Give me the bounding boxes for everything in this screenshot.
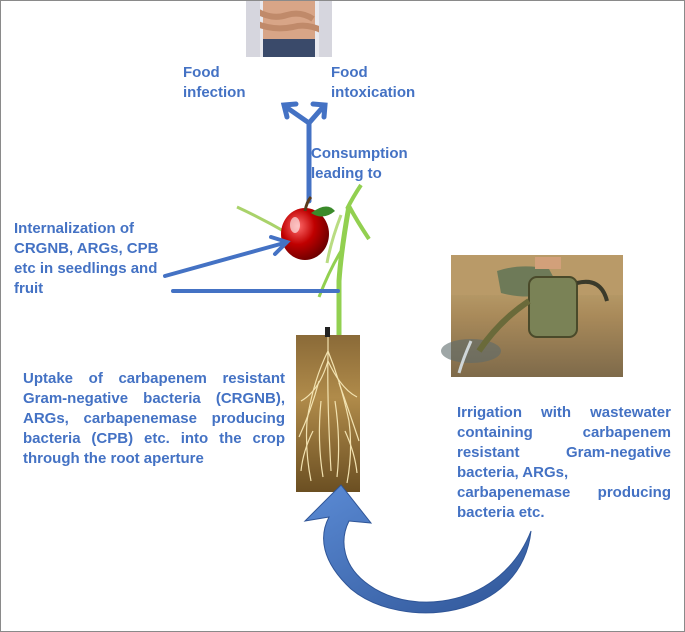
consumption-label: Consumption leading to [311, 144, 408, 184]
food-intoxication-line-1: Food [331, 64, 368, 81]
consumption-line-2: leading to [311, 165, 382, 182]
irrigation-curved-arrow [303, 484, 532, 614]
uptake-line-4: bacteria (CPB) etc. into the crop [23, 430, 285, 447]
food-intoxication-line-2: intoxication [331, 84, 416, 101]
person-stomach-image [246, 1, 332, 57]
irrigation-line-5: carbapenemase producing [457, 484, 671, 501]
food-intoxication-label: Food intoxication [331, 63, 415, 103]
food-infection-label: Food infection [183, 63, 246, 103]
food-infection-line-2: infection [183, 84, 246, 101]
uptake-line-1: Uptake of carbapenem resistant [23, 370, 285, 387]
consumption-arrow [280, 101, 328, 204]
food-infection-line-1: Food [183, 64, 220, 81]
internalization-pointers [163, 235, 340, 293]
root-system-image [296, 327, 360, 492]
irrigation-line-3: resistant Gram-negative [457, 444, 671, 461]
irrigation-label: Irrigation with wastewater containing ca… [457, 403, 671, 523]
internalization-line-1: Internalization of [14, 220, 134, 237]
internalization-line-3: etc in seedlings and [14, 260, 158, 277]
irrigation-line-2: containing carbapenem [457, 424, 671, 441]
internalization-line-2: CRGNB, ARGs, CPB [14, 240, 159, 257]
uptake-line-5: through the root aperture [23, 450, 204, 467]
irrigation-line-6: bacteria etc. [457, 504, 545, 521]
internalization-line-4: fruit [14, 280, 44, 297]
consumption-line-1: Consumption [311, 145, 408, 162]
plant-stem [236, 183, 371, 341]
uptake-line-3: ARGs, carbapenemase producing [23, 410, 285, 427]
irrigation-image [441, 255, 623, 377]
irrigation-line-4: bacteria, ARGs, [457, 464, 569, 481]
uptake-line-2: Gram-negative bacteria (CRGNB), [23, 390, 285, 407]
irrigation-line-1: Irrigation with wastewater [457, 404, 671, 421]
apple-image [281, 195, 335, 260]
uptake-label: Uptake of carbapenem resistant Gram-nega… [23, 369, 285, 469]
internalization-label: Internalization of CRGNB, ARGs, CPB etc … [14, 219, 158, 299]
